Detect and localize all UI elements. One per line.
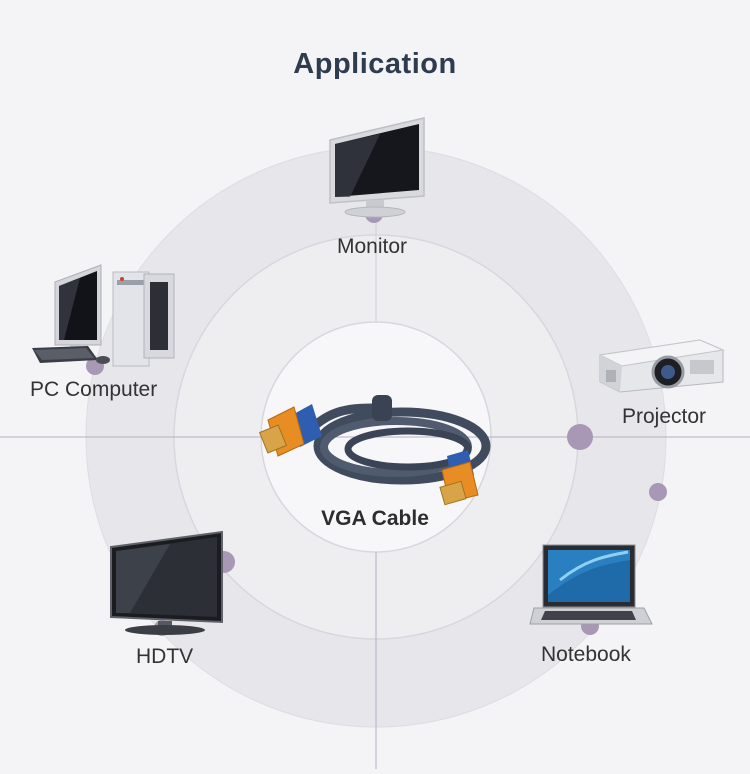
notebook-icon: [529, 544, 653, 625]
monitor-label: Monitor: [337, 235, 408, 258]
page-title: Application: [293, 48, 457, 80]
ring-dot-projector: [567, 424, 593, 450]
projector-icon: [598, 339, 725, 393]
hdtv-icon: [110, 530, 223, 635]
pc-computer-icon: [32, 264, 175, 367]
ring-dot-small: [649, 483, 667, 501]
notebook-label: Notebook: [541, 643, 631, 666]
vga-cable-label: VGA Cable: [321, 507, 429, 530]
hdtv-label: HDTV: [136, 645, 194, 668]
vga-cable-icon: [258, 395, 491, 506]
projector-label: Projector: [622, 405, 707, 428]
pc-computer-label: PC Computer: [30, 378, 158, 401]
monitor-icon: [329, 117, 425, 218]
